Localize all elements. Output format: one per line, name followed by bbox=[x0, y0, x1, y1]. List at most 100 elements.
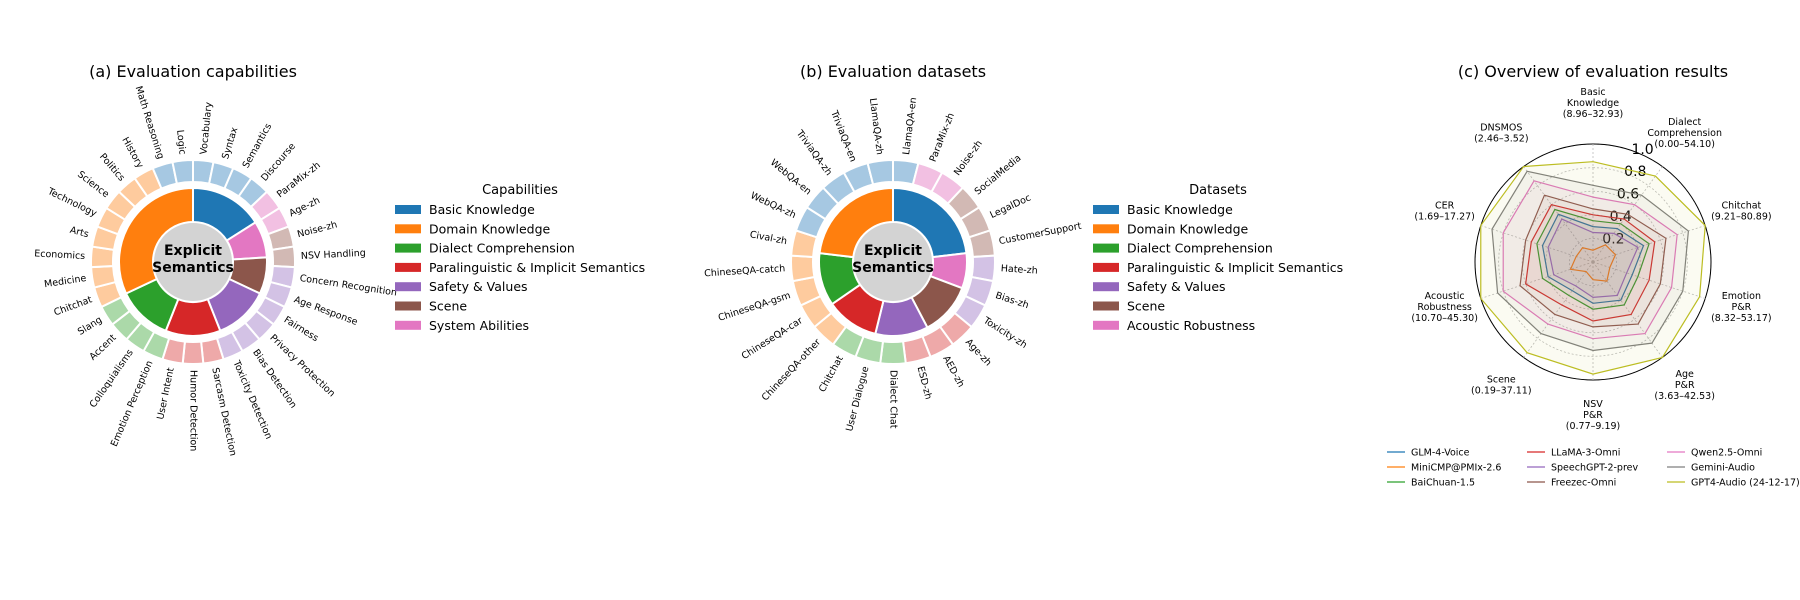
outer-label: AED-zh bbox=[940, 354, 966, 389]
outer-slice bbox=[171, 158, 194, 185]
legend-label: Scene bbox=[429, 299, 467, 314]
legend-swatch bbox=[395, 205, 421, 214]
panel-c-title: (c) Overview of evaluation results bbox=[1458, 62, 1728, 81]
legend-label: LLaMA-3-Omni bbox=[1551, 448, 1620, 459]
outer-label: LlamaQA-en bbox=[901, 97, 919, 156]
legend-label: Domain Knowledge bbox=[1127, 221, 1249, 236]
outer-label: Hate-zh bbox=[1000, 263, 1038, 276]
outer-slice bbox=[879, 340, 907, 365]
center-label-line-2: Semantics bbox=[852, 260, 934, 276]
panel-b-title: (b) Evaluation datasets bbox=[800, 62, 986, 81]
legend-label: Domain Knowledge bbox=[429, 221, 551, 236]
outer-label: Sarcasm Detection bbox=[209, 367, 238, 457]
outer-label: Arts bbox=[69, 225, 90, 240]
radar-series-speechgpt-2-prev bbox=[1547, 218, 1639, 299]
outer-label: Accent bbox=[87, 332, 118, 362]
outer-label: User Intent bbox=[155, 366, 176, 420]
outer-label: Chitchat bbox=[817, 354, 846, 394]
outer-label: ChineseQA-gsm bbox=[717, 290, 792, 324]
legend-label: MiniCMP@PMIx-2.6 bbox=[1411, 463, 1501, 474]
outer-label: Technology bbox=[45, 186, 99, 220]
radar-axis-label: Scene(0.19–37.11) bbox=[1471, 375, 1532, 397]
outer-label: LegalDoc bbox=[988, 192, 1032, 221]
legend-label: Basic Knowledge bbox=[429, 202, 535, 217]
outer-label: ChineseQA-catch bbox=[704, 263, 786, 279]
outer-label: Noise-zh bbox=[296, 219, 338, 240]
outer-label: ParaMix-zh bbox=[928, 111, 957, 163]
radar-tick-label: 0.2 bbox=[1602, 232, 1624, 248]
outer-label: WebQA-en bbox=[768, 157, 813, 197]
legend-title: Capabilities bbox=[482, 183, 558, 198]
outer-label: History bbox=[119, 135, 145, 170]
radar-series-llama-3-omni bbox=[1525, 204, 1656, 322]
legend-label: System Abilities bbox=[429, 318, 529, 333]
legend-label: Qwen2.5-Omni bbox=[1691, 448, 1762, 459]
outer-label: Toxicity-zh bbox=[980, 315, 1028, 351]
inner-slice-domain-knowledge bbox=[118, 186, 194, 295]
legend-swatch bbox=[395, 224, 421, 234]
outer-label: NSV Handling bbox=[301, 248, 366, 262]
outer-slice bbox=[866, 158, 894, 186]
outer-label: TriviaQA-zh bbox=[793, 128, 834, 178]
outer-label: Age-zh bbox=[963, 337, 993, 368]
legend-swatch bbox=[1093, 320, 1119, 330]
outer-label: Syntax bbox=[220, 126, 240, 161]
radar-tick-label: 0.8 bbox=[1624, 164, 1646, 180]
legend-label: Freezec-Omni bbox=[1551, 478, 1616, 489]
legend-label: Gemini-Audio bbox=[1691, 463, 1755, 474]
legend-swatch bbox=[395, 243, 421, 253]
legend-swatch bbox=[1093, 243, 1119, 253]
radar-tick-label: 0.6 bbox=[1617, 187, 1639, 203]
outer-label: Dialect Chat bbox=[888, 370, 899, 429]
results-legend: GLM-4-VoiceMiniCMP@PMIx-2.6BaiChuan-1.5L… bbox=[1387, 448, 1800, 489]
legend-swatch bbox=[1093, 301, 1119, 311]
center-label-line-1: Explicit bbox=[864, 243, 922, 259]
outer-label: Politics bbox=[97, 151, 127, 183]
outer-label: Logic bbox=[174, 129, 187, 155]
radar-series-baichuan-1-5 bbox=[1536, 208, 1650, 310]
radar-ring bbox=[1568, 237, 1618, 287]
radar-series-gemini-audio bbox=[1491, 170, 1690, 352]
legend-swatch bbox=[395, 262, 421, 272]
radar-series-freezec-omni bbox=[1519, 194, 1667, 328]
outer-label: TriviaQA-en bbox=[828, 108, 859, 163]
legend-label: Paralinguistic & Implicit Semantics bbox=[429, 260, 645, 275]
center-disc bbox=[854, 223, 932, 301]
legend-label: Acoustic Robustness bbox=[1127, 318, 1255, 333]
outer-label: Fairness bbox=[282, 314, 321, 344]
radar-series-minicmp-pmix-2-6 bbox=[1569, 244, 1617, 282]
outer-label: Bias-zh bbox=[994, 290, 1030, 311]
outer-slice bbox=[270, 245, 296, 269]
outer-label: WebQA-zh bbox=[749, 190, 798, 221]
center-label-line-2: Semantics bbox=[152, 260, 234, 276]
legend-swatch bbox=[395, 320, 421, 330]
legend-swatch bbox=[395, 301, 421, 311]
outer-label: Concern Recognition bbox=[299, 273, 398, 299]
outer-label: Semantics bbox=[241, 122, 275, 171]
legend-label: GPT4-Audio (24-12-17) bbox=[1691, 478, 1800, 489]
legend-swatch bbox=[395, 282, 421, 292]
outer-label: SocialMedia bbox=[973, 153, 1024, 198]
legend-label: Paralinguistic & Implicit Semantics bbox=[1127, 260, 1343, 275]
outer-label: User Dialogue bbox=[844, 365, 871, 433]
outer-label: Slang bbox=[76, 314, 104, 337]
panel-datasets: (b) Evaluation datasets LlamaQA-en ParaMi… bbox=[704, 62, 1343, 433]
outer-label: Age-zh bbox=[288, 195, 322, 219]
panel-a-title: (a) Evaluation capabilities bbox=[89, 62, 297, 81]
outer-label: Noise-zh bbox=[952, 138, 985, 177]
radar-ring bbox=[1498, 167, 1688, 357]
outer-label: Chitchat bbox=[52, 294, 93, 318]
radar-axis-label: CER(1.69–17.27) bbox=[1414, 200, 1475, 222]
outer-label: Humor Detection bbox=[188, 370, 199, 451]
outer-slice bbox=[790, 254, 816, 283]
